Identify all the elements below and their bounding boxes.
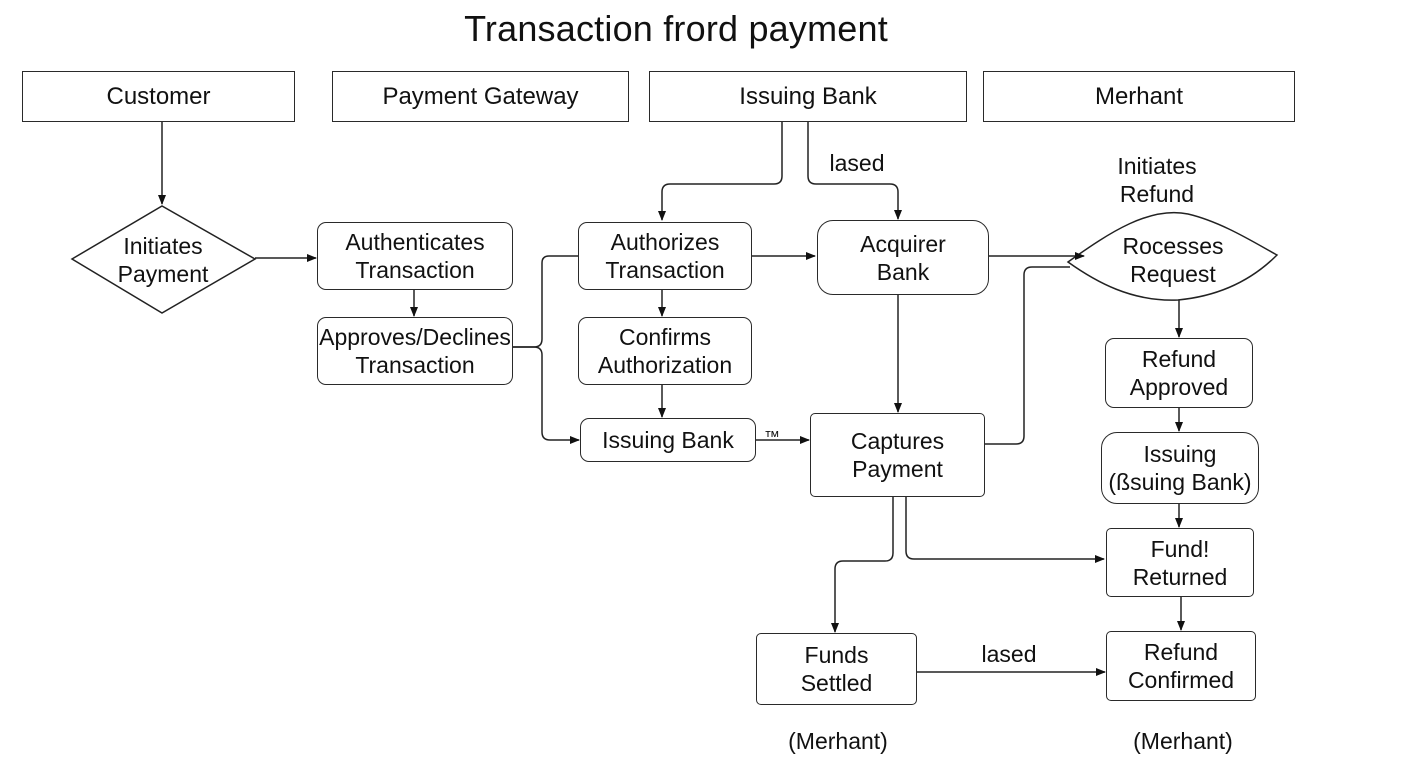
authorizes-transaction-node: Authorizes Transaction [578, 222, 752, 290]
merchant-caption-left: (Merhant) [788, 728, 888, 754]
refund-approved-node: Refund Approved [1105, 338, 1253, 408]
arrow-issuing-header-to-authorize [658, 122, 783, 221]
arrow-issuing-header-to-acquirer [807, 122, 902, 220]
lane-customer: Customer [22, 71, 295, 122]
arrow-captures-to-funds-settled [831, 497, 894, 633]
processes-request-shape [1066, 211, 1279, 301]
arrow-approve-to-authorize [512, 255, 578, 348]
tm-label: ™ [764, 429, 780, 446]
acquirer-bank-node: Acquirer Bank [817, 220, 989, 295]
funds-settled-node: Funds Settled [756, 633, 917, 705]
initiates-payment-node: Initiates Payment [117, 233, 209, 287]
arrow-captures-to-fund-returned [905, 497, 1105, 563]
refund-confirmed-node: Refund Confirmed [1106, 631, 1256, 701]
lased-label-bottom: lased [981, 641, 1037, 667]
approves-declines-node: Approves/Declines Transaction [317, 317, 513, 385]
lane-payment-gateway: Payment Gateway [332, 71, 629, 122]
confirms-authorization-node: Confirms Authorization [578, 317, 752, 385]
arrow-captures-to-processes [984, 266, 1070, 445]
merchant-caption-right: (Merhant) [1133, 728, 1233, 754]
processes-request-node: Rocesses Request [1122, 233, 1224, 287]
lane-merchant: Merhant [983, 71, 1295, 122]
authenticates-transaction-node: Authenticates Transaction [317, 222, 513, 290]
initiates-refund-label: Initiates Refund [1117, 153, 1197, 207]
issuing-bank-node: Issuing Bank [580, 418, 756, 462]
diagram-title: Transaction frord payment [464, 8, 888, 49]
arrow-approve-to-issuing [512, 346, 580, 444]
initiates-payment-diamond [70, 205, 257, 314]
fund-returned-node: Fund! Returned [1106, 528, 1254, 597]
lased-label-top: lased [829, 150, 885, 176]
lane-issuing-bank: Issuing Bank [649, 71, 967, 122]
captures-payment-node: Captures Payment [810, 413, 985, 497]
issuing-refund-node: Issuing (ßsuing Bank) [1101, 432, 1259, 504]
